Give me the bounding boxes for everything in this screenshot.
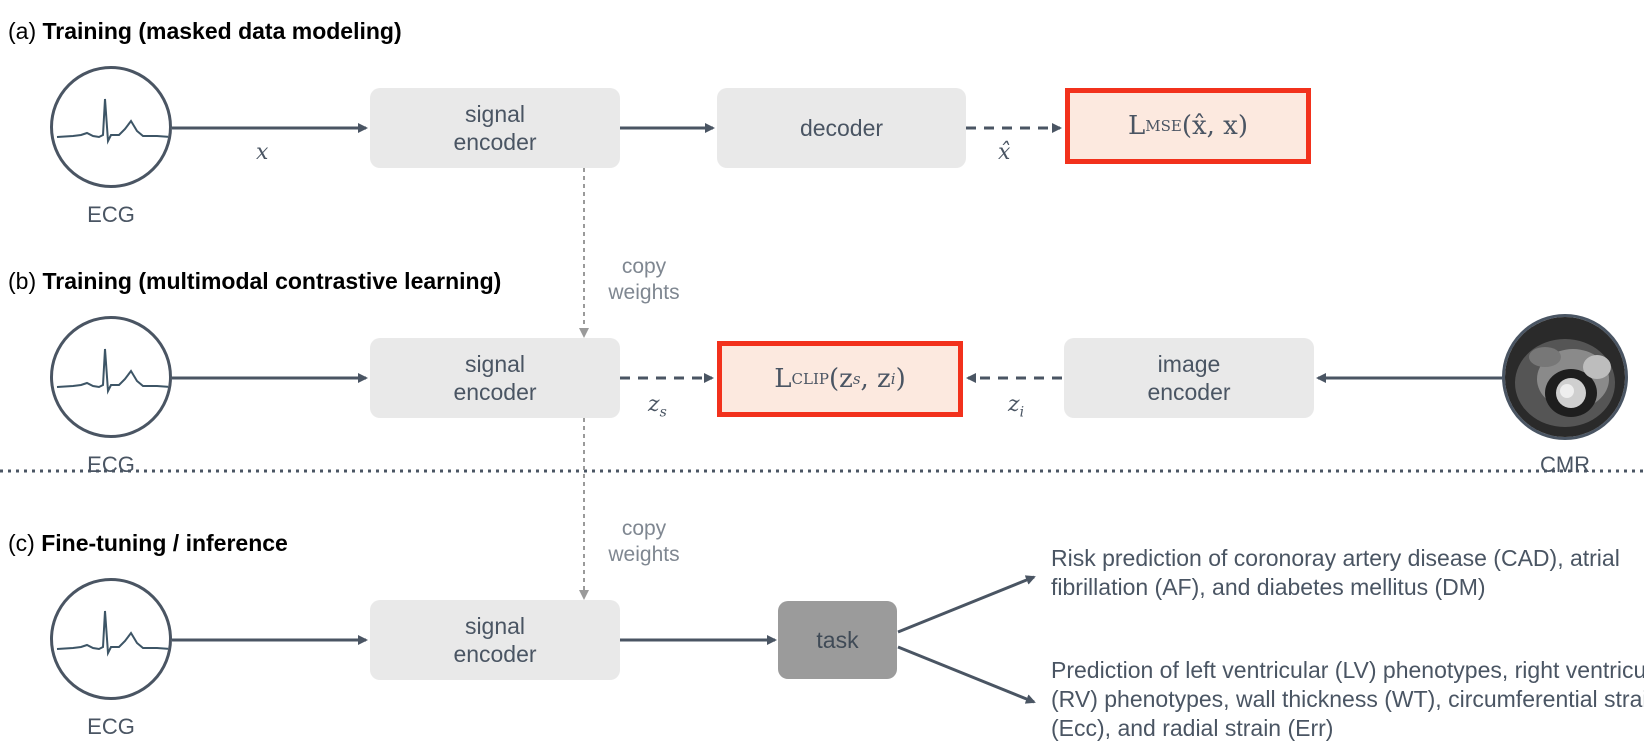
ecg-label-a: ECG bbox=[87, 202, 135, 227]
signal-encoder-box-c: signal encoder bbox=[370, 600, 620, 680]
var-z-i-sub: i bbox=[1019, 404, 1025, 421]
signal-encoder-box-b: signal encoder bbox=[370, 338, 620, 418]
clip-loss-subscript: CLIP bbox=[791, 370, 829, 388]
clip-loss-args: (z bbox=[828, 364, 853, 394]
copy-weights-text: copy weights bbox=[608, 517, 680, 566]
section-a-heading: Training (masked data modeling) bbox=[42, 18, 402, 44]
mse-loss-args: (x̂, x) bbox=[1181, 111, 1248, 141]
clip-loss-symbol: L bbox=[774, 364, 792, 394]
var-z-s-sub: s bbox=[659, 404, 667, 421]
signal-encoder-box-a: signal encoder bbox=[370, 88, 620, 168]
clip-arg-s-sub: s bbox=[852, 370, 861, 388]
section-b-prefix: (b) bbox=[8, 268, 37, 294]
section-a-prefix: (a) bbox=[8, 18, 37, 44]
cmr-image-icon bbox=[1502, 314, 1628, 440]
section-b-heading: Training (multimodal contrastive learnin… bbox=[42, 268, 502, 294]
arrow-task-to-risk bbox=[897, 575, 1036, 634]
arrow-task-to-phenotypes bbox=[897, 645, 1036, 704]
var-z-s-base: z bbox=[648, 392, 660, 417]
section-c-title: (c) Fine-tuning / inference bbox=[8, 530, 288, 557]
cmr-label: CMR bbox=[1539, 452, 1591, 477]
risk-prediction-text: Risk prediction of coronoray artery dise… bbox=[1051, 545, 1620, 600]
copy-weights-label-ab: copy weights bbox=[584, 254, 704, 306]
clip-loss-args2: , z bbox=[860, 364, 891, 394]
section-b-title: (b) Training (multimodal contrastive lea… bbox=[8, 268, 501, 295]
image-encoder-box: image encoder bbox=[1064, 338, 1314, 418]
clip-loss-args3: ) bbox=[895, 364, 906, 394]
mse-loss-symbol: L bbox=[1127, 111, 1146, 141]
copy-weights-label-bc: copy weights bbox=[584, 516, 704, 568]
decoder-box: decoder bbox=[717, 88, 966, 168]
ecg-label-c: ECG bbox=[87, 714, 135, 739]
var-x-hat: x̂ bbox=[998, 140, 1011, 165]
var-z-s: zs bbox=[648, 392, 667, 420]
var-x: x bbox=[256, 140, 269, 165]
var-z-i-base: z bbox=[1008, 392, 1020, 417]
ecg-icon bbox=[50, 66, 172, 188]
var-z-i: zi bbox=[1008, 392, 1024, 420]
ecg-label-b: ECG bbox=[87, 452, 135, 477]
task-box: task bbox=[778, 601, 897, 679]
section-c-prefix: (c) bbox=[8, 530, 35, 556]
section-a-title: (a) Training (masked data modeling) bbox=[8, 18, 402, 45]
mse-loss-subscript: MSE bbox=[1145, 117, 1182, 135]
ecg-icon bbox=[50, 578, 172, 700]
copy-weights-text: copy weights bbox=[608, 255, 680, 304]
section-c-heading: Fine-tuning / inference bbox=[41, 530, 288, 556]
phenotype-prediction-text: Prediction of left ventricular (LV) phen… bbox=[1051, 657, 1644, 741]
clip-arg-i-sub: i bbox=[890, 370, 896, 388]
ecg-icon bbox=[50, 316, 172, 438]
